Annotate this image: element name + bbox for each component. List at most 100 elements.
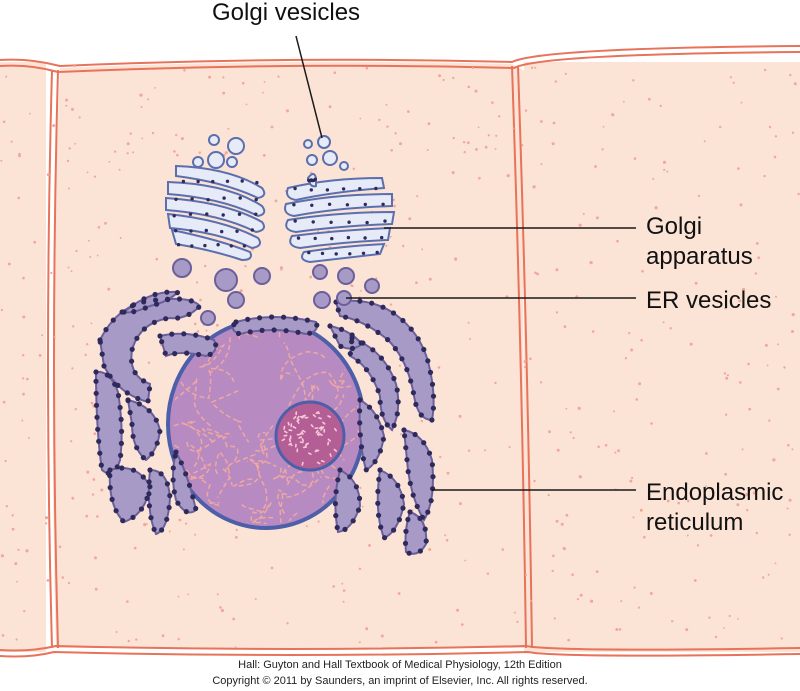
ribosome xyxy=(97,339,103,345)
speckle xyxy=(475,148,478,151)
speckle xyxy=(5,75,8,78)
speckle xyxy=(768,125,772,129)
golgi-granule xyxy=(189,229,193,233)
speckle xyxy=(650,422,653,425)
speckle xyxy=(358,567,362,570)
ribosome xyxy=(129,358,135,364)
ribosome xyxy=(418,412,424,418)
ribosome xyxy=(377,467,383,473)
ribosome xyxy=(186,482,193,488)
ribosome xyxy=(130,433,136,439)
nucleolus-granule xyxy=(293,415,297,420)
speckle xyxy=(604,444,608,447)
speckle xyxy=(556,448,560,452)
speckle xyxy=(582,212,585,215)
speckle xyxy=(693,579,697,582)
golgi-dots xyxy=(172,177,387,256)
speckle xyxy=(107,287,111,291)
nucleolus-granule xyxy=(296,448,299,453)
speckle xyxy=(27,436,30,439)
speckle xyxy=(151,131,155,135)
speckle xyxy=(84,353,87,357)
speckle xyxy=(86,171,89,174)
speckle xyxy=(767,573,770,576)
golgi-granule xyxy=(255,180,259,185)
speckle xyxy=(94,587,98,591)
golgi-granule xyxy=(296,236,301,240)
ribosome xyxy=(415,336,421,342)
speckle xyxy=(755,242,759,245)
nucleolus-granule xyxy=(299,441,304,444)
speckle xyxy=(547,494,550,497)
ribosome xyxy=(390,310,397,316)
ribosome xyxy=(357,420,363,426)
ribosome xyxy=(370,377,376,383)
ribosome xyxy=(295,329,301,335)
speckle xyxy=(530,599,533,602)
ribosome xyxy=(101,363,107,369)
speckle xyxy=(523,366,526,369)
ribosome xyxy=(407,509,413,515)
golgi-granule xyxy=(216,243,220,247)
speckle xyxy=(87,239,90,242)
speckle xyxy=(277,75,280,78)
golgi-granule xyxy=(188,212,193,216)
speckle xyxy=(407,110,410,113)
label-golgi-apparatus-line2: apparatus xyxy=(646,243,753,270)
ribosome xyxy=(131,309,137,315)
golgi-granule xyxy=(313,236,317,241)
ribosome xyxy=(412,431,418,438)
speckle xyxy=(663,168,666,171)
speckle xyxy=(471,66,474,70)
speckle xyxy=(333,71,337,74)
golgi-granule xyxy=(203,243,207,248)
speckle xyxy=(72,325,75,328)
speckle xyxy=(578,223,582,227)
speckle xyxy=(618,628,622,631)
ribosome xyxy=(382,535,388,541)
ribosome xyxy=(269,314,275,320)
ribosome xyxy=(98,462,104,468)
speckle xyxy=(534,66,537,69)
ribosome xyxy=(163,316,169,322)
speckle xyxy=(96,254,99,257)
speckle xyxy=(198,151,201,154)
speckle xyxy=(578,475,582,479)
speckle xyxy=(635,398,639,401)
speckle xyxy=(555,311,559,314)
speckle xyxy=(671,620,674,623)
ribosome xyxy=(188,298,194,304)
speckle xyxy=(204,264,207,268)
nucleolus-granule xyxy=(301,414,306,418)
ribosome xyxy=(235,330,242,337)
speckle xyxy=(147,361,151,364)
speckle xyxy=(408,217,412,221)
ribosome xyxy=(370,347,376,353)
speckle xyxy=(390,236,392,238)
ribosome xyxy=(334,524,340,531)
ribosome xyxy=(130,467,137,473)
chromatin-strand xyxy=(182,462,212,480)
speckle xyxy=(640,339,643,342)
ribosome xyxy=(97,450,103,456)
golgi-granule xyxy=(330,236,334,241)
speckle xyxy=(52,124,56,128)
speckle xyxy=(540,381,543,384)
speckle xyxy=(90,401,94,405)
speckle xyxy=(245,103,248,106)
ribosome xyxy=(281,314,287,320)
ribosome xyxy=(134,445,140,451)
speckle xyxy=(234,646,237,649)
speckle xyxy=(553,617,556,620)
speckle xyxy=(524,109,528,112)
speckle xyxy=(94,556,97,560)
speckle xyxy=(359,117,362,120)
ribosome xyxy=(173,449,179,455)
speckle xyxy=(763,68,767,72)
ribosome xyxy=(107,473,113,479)
golgi-granule xyxy=(325,188,330,192)
golgi-granule xyxy=(225,179,230,183)
ribosome xyxy=(423,538,429,544)
speckle xyxy=(452,136,455,140)
speckle xyxy=(669,327,672,330)
